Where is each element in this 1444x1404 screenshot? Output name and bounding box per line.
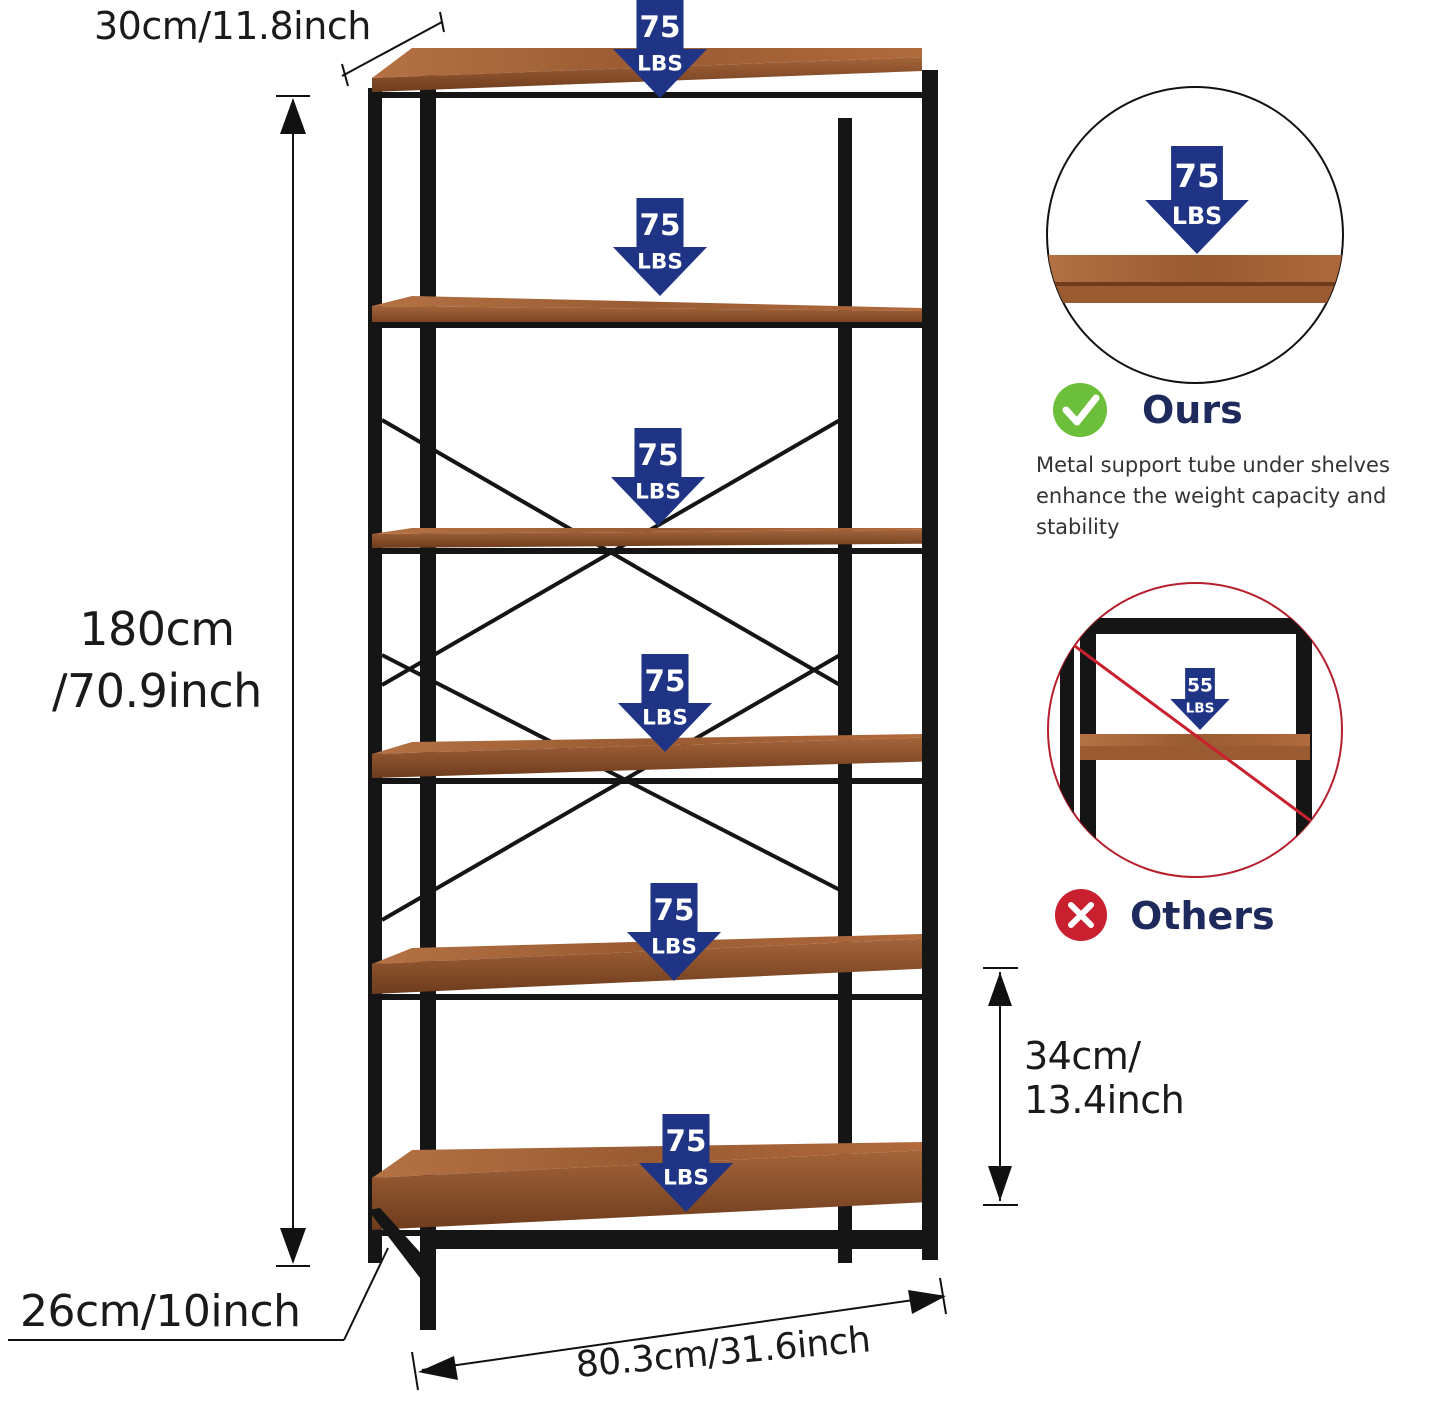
bottom-rail [368,1208,922,1278]
depth-top-label: 30cm/11.8inch [94,4,371,48]
ours-description: Metal support tube under shelves enhance… [1036,453,1390,539]
ours-label: Ours [1142,388,1243,432]
load-value: 75 [640,10,681,44]
load-unit: LBS [637,52,683,77]
height-label: 180cm /70.9inch [52,598,262,722]
others-detail [1047,582,1343,878]
load-value: 75 [638,438,679,472]
shelf-gap-label: 34cm/ 13.4inch [1024,1034,1185,1122]
support-tube [372,994,922,1000]
shelf-board [372,528,922,554]
shelf-front [372,1150,922,1230]
support-tube [372,548,922,554]
load-value: 75 [666,1124,707,1158]
load-unit: LBS [642,706,688,731]
shelf-front [372,529,922,548]
support-tube [372,322,922,328]
check-icon [1053,383,1107,437]
load-value: 55 [1187,676,1213,697]
shelf-top [372,734,922,754]
others-label: Others [1130,894,1275,938]
shelf-top [372,1142,922,1178]
load-unit: LBS [1186,701,1215,717]
shelf-gap-label-inch: 13.4inch [1024,1078,1185,1122]
cross-brace [380,418,842,922]
support-tube [372,92,922,98]
load-unit: LBS [663,1166,709,1191]
load-value: 75 [654,893,695,927]
shelf-front [372,737,922,778]
support-tube [372,778,922,784]
shelves [372,48,922,1236]
load-unit: LBS [651,935,697,960]
load-unit: LBS [637,250,683,275]
down-arrow-icon [1145,146,1249,254]
load-unit: LBS [635,480,681,505]
load-value: 75 [1174,157,1219,195]
shelf-gap-label-cm: 34cm/ [1024,1034,1141,1078]
support-tube [372,1230,922,1236]
shelf-board [372,734,922,784]
load-value: 75 [640,208,681,242]
shelf-top [372,528,922,534]
shelf-board [372,1142,922,1236]
shelf-front [372,306,922,327]
depth-bottom-label: 26cm/10inch [20,1286,301,1337]
height-label-inch: /70.9inch [52,664,262,718]
cross-icon [1055,889,1107,941]
load-unit: LBS [1172,202,1222,230]
shelf-frame [368,70,938,1330]
height-label-cm: 180cm [79,602,235,656]
dimension-lines [8,11,1018,1391]
down-arrow-icon [1170,668,1230,730]
shelf-board [372,296,922,328]
shelf-front [372,938,922,994]
load-value: 75 [645,664,686,698]
